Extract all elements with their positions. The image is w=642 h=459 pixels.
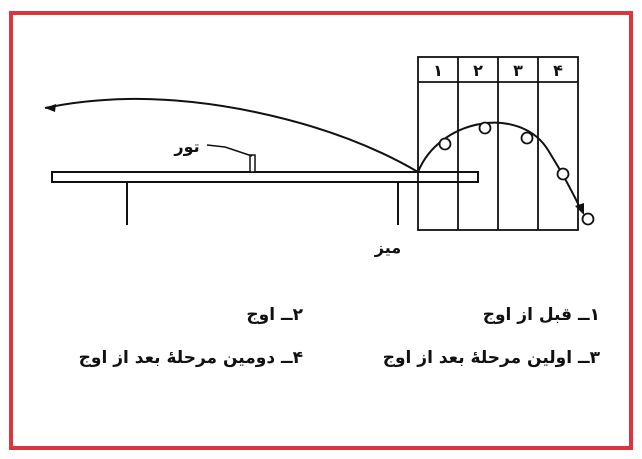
table-label: میز <box>374 238 401 257</box>
caption-peak: ۲ــ اوج <box>246 305 303 325</box>
caption-first-after-peak: ۳ــ اولین مرحلهٔ بعد از اوج <box>383 348 601 368</box>
table-top <box>52 172 478 182</box>
ball-position-4 <box>558 169 569 180</box>
net-label: تور <box>173 137 199 156</box>
column-number-4: ۴ <box>553 61 563 80</box>
column-number-3: ۳ <box>513 61 523 80</box>
caption-second-after-peak: ۴ــ دومین مرحلهٔ بعد از اوج <box>79 348 303 368</box>
caption-before-peak: ۱ــ قبل از اوج <box>483 305 600 325</box>
net <box>250 155 255 172</box>
ball-position-3 <box>522 133 533 144</box>
ball-position-2 <box>480 123 491 134</box>
ball-position-5 <box>583 214 594 225</box>
column-number-1: ۱ <box>433 61 443 80</box>
column-number-2: ۲ <box>473 61 483 80</box>
ball-position-1 <box>440 139 451 150</box>
